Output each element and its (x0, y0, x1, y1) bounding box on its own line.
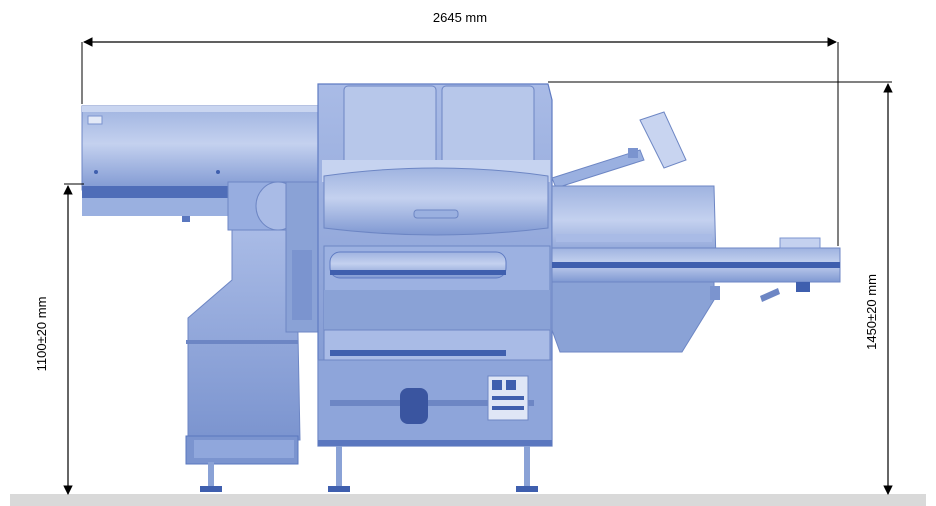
drive-unit (227, 181, 325, 333)
operator-panel-arm (551, 111, 687, 189)
outfeed-conveyor (551, 237, 841, 302)
infeed-height-label: 1100±20 mm (34, 297, 49, 372)
main-housing (317, 83, 553, 447)
width-dimension-label: 2645 mm (433, 10, 487, 25)
machine (81, 83, 841, 492)
width-dimension: 2645 mm (81, 10, 839, 246)
infeed-height-dimension: 1100±20 mm (34, 183, 84, 495)
machine-feet (200, 446, 538, 492)
lower-housing (185, 229, 301, 465)
overall-height-label: 1450±20 mm (864, 274, 879, 350)
floor (10, 494, 926, 506)
overall-height-dimension: 1450±20 mm (548, 81, 893, 495)
output-section (551, 185, 720, 353)
